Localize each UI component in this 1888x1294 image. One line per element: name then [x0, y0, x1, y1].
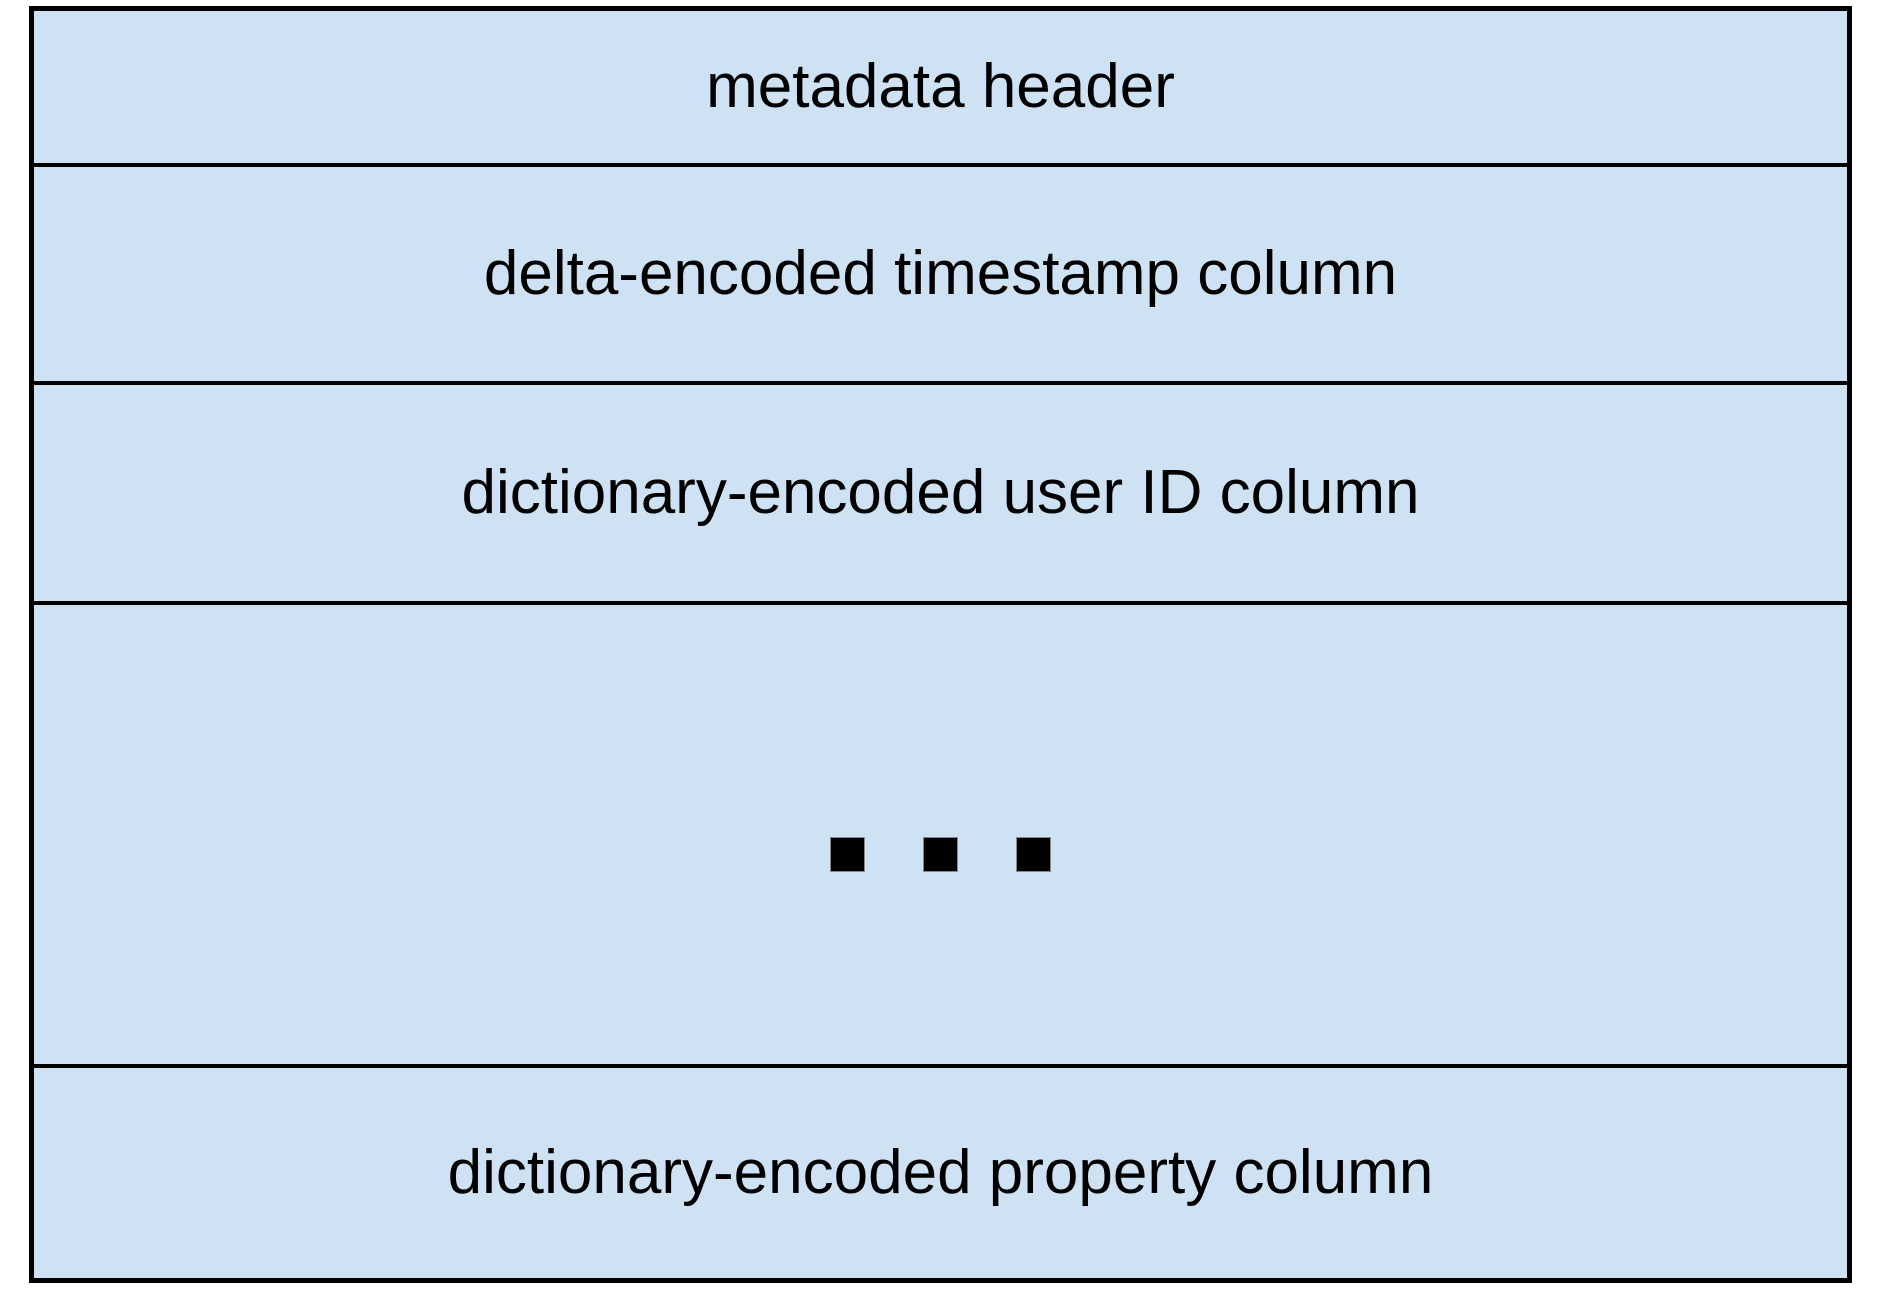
- row-timestamp-column: delta-encoded timestamp column: [34, 163, 1847, 381]
- row-label: dictionary-encoded property column: [447, 1138, 1434, 1207]
- row-ellipsis: [34, 601, 1847, 1064]
- ellipsis-icon: [830, 837, 1051, 872]
- row-label: metadata header: [706, 52, 1175, 121]
- row-label: delta-encoded timestamp column: [483, 239, 1398, 308]
- file-layout-box: metadata header delta-encoded timestamp …: [29, 6, 1852, 1283]
- row-label: dictionary-encoded user ID column: [461, 458, 1420, 527]
- ellipsis-square: [830, 837, 865, 872]
- row-user-id-column: dictionary-encoded user ID column: [34, 381, 1847, 601]
- ellipsis-square: [923, 837, 958, 872]
- row-property-column: dictionary-encoded property column: [34, 1064, 1847, 1278]
- ellipsis-square: [1016, 837, 1051, 872]
- row-metadata-header: metadata header: [34, 11, 1847, 163]
